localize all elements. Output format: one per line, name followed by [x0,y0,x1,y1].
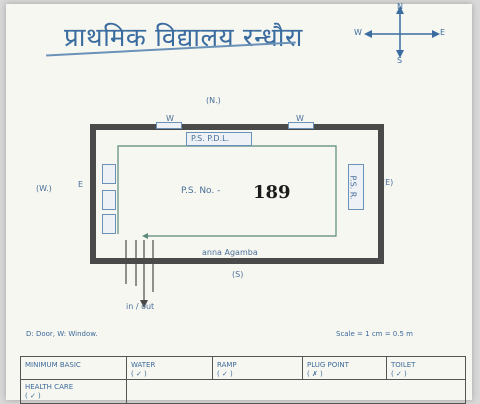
window-marker [156,122,182,129]
compass-east: E [440,28,446,37]
table-row-divider [21,379,465,380]
scale-note: Scale = 1 cm = 0.5 m [336,330,413,338]
table-cell-toilet: TOILET ( ✓ ) [391,361,416,378]
table-cell-ramp: RAMP ( ✓ ) [213,357,303,379]
entry-exit-label: in / out [126,302,155,311]
top-room-box: P.S. P.D.L. [186,132,252,146]
top-window-left: W [166,114,174,123]
right-room-box: P.S. R. [348,164,364,210]
compass-icon [364,6,440,58]
left-item-box [102,214,116,234]
polling-station-number: 189 [251,182,293,203]
map-east-label: (E) [382,178,394,187]
map-south-label: (S) [232,270,244,279]
compass: N S E W [350,2,450,65]
map-north-label: (N.) [206,96,221,105]
page-title: प्राथमिक विद्यालय रन्धौरा [64,23,303,53]
compass-south: S [397,56,403,65]
door-window-note: D: Door, W: Window. [26,330,98,338]
map-left-e-label: E [78,180,84,189]
window-marker [288,122,314,129]
school-floor-map [90,124,384,264]
compass-north: N [397,2,403,11]
document-sheet: प्राथमिक विद्यालय रन्धौरा N S E W (N.) (… [6,2,472,404]
compass-west: W [354,28,362,37]
table-cell-plug-point: PLUG POINT ( ✗ ) [303,357,387,379]
top-room-label: P.S. P.D.L. [191,134,230,143]
top-window-right: W [296,114,304,123]
left-item-box [102,190,116,210]
left-item-box [102,164,116,184]
right-room-label: P.S. R. [348,175,358,200]
table-cell-water: WATER ( ✓ ) [127,357,213,379]
bottom-room-label: anna Agamba [202,248,258,257]
facilities-table: MINIMUM BASIC WATER ( ✓ ) RAMP ( ✓ ) PLU… [20,356,466,404]
table-cell-health-care: HEALTH CARE ( ✓ ) [21,379,127,403]
map-west-label: (W.) [36,184,52,193]
polling-station-label: P.S. No. - [181,186,221,196]
table-cell-minimum-basic: MINIMUM BASIC [21,357,127,379]
route-arrows [117,145,337,308]
